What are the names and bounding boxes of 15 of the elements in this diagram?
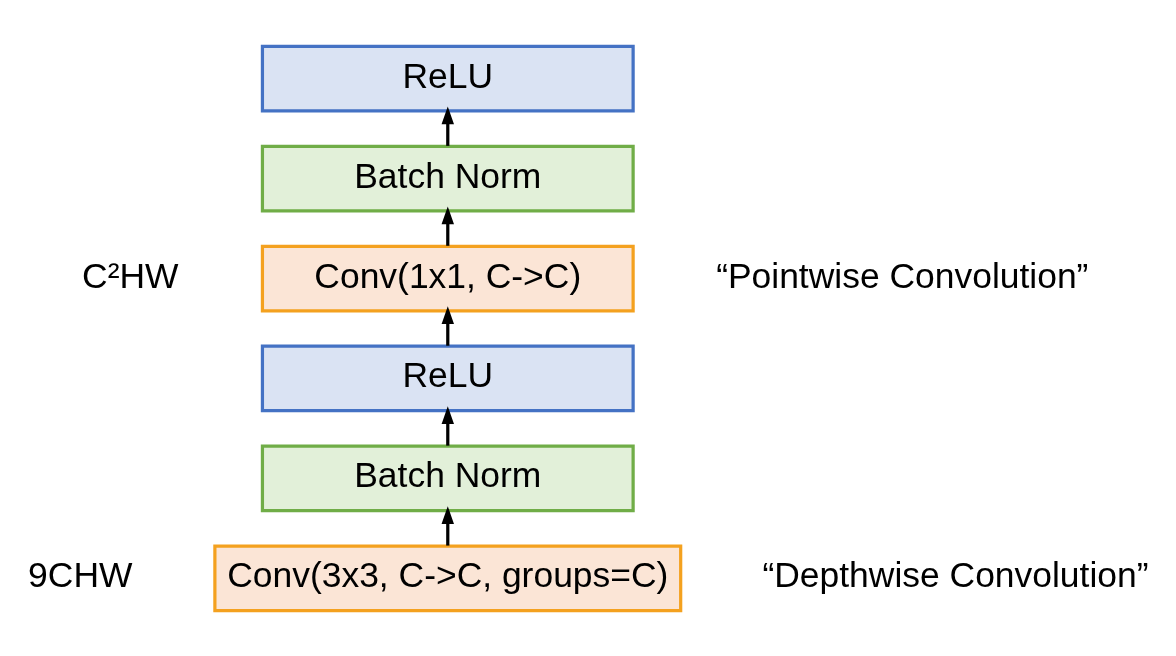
arrow	[441, 305, 454, 346]
arrow	[441, 505, 454, 546]
node-box: ReLU	[260, 44, 635, 113]
node-box: ReLU	[260, 344, 635, 412]
arrow	[441, 405, 454, 446]
node-box: Conv(1x1, C->C)	[260, 244, 635, 312]
node-box: Batch Norm	[260, 144, 635, 212]
node-box: Batch Norm	[260, 444, 635, 512]
arrow	[441, 106, 454, 146]
node-box: Conv(3x3, C->C, groups=C)	[213, 543, 683, 612]
node-label: 9CHW	[28, 554, 133, 595]
arrow	[441, 205, 454, 246]
node-label: “Depthwise Convolution”	[762, 554, 1149, 595]
node-label: C²HW	[82, 255, 179, 296]
node-label: “Pointwise Convolution”	[716, 255, 1089, 296]
